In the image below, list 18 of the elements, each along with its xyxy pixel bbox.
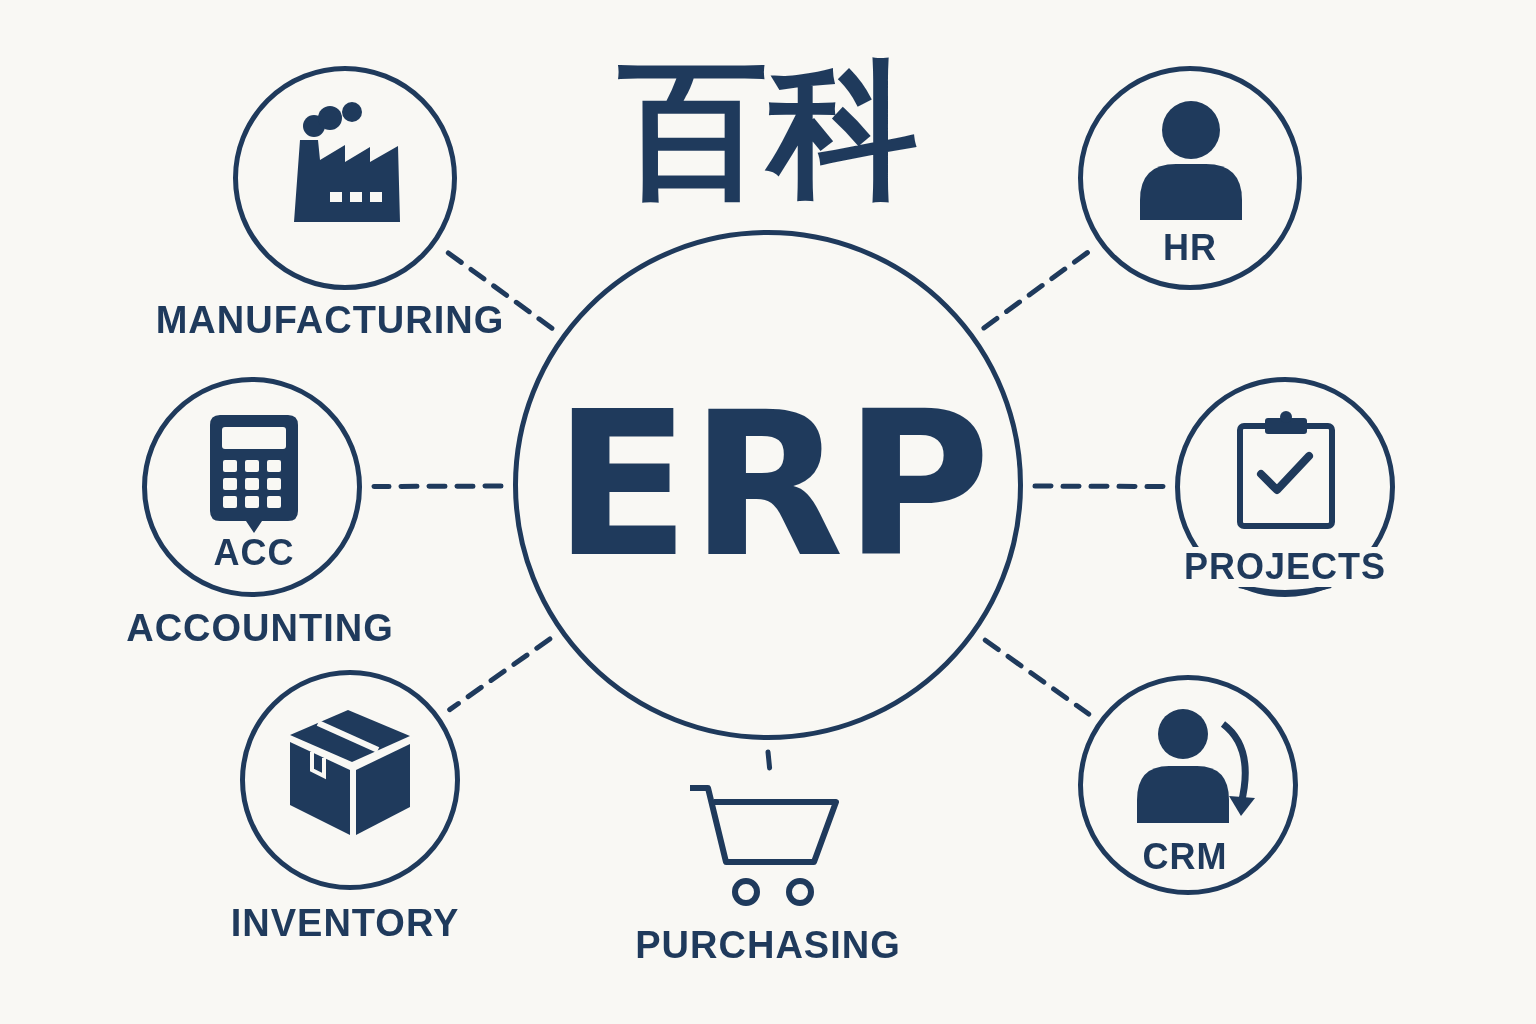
dashed-connector xyxy=(982,637,1092,717)
central-label: ERP xyxy=(553,385,991,585)
title: 百科 xyxy=(618,55,918,205)
module-circle xyxy=(1175,377,1395,597)
module-label: ACC xyxy=(213,535,295,571)
module-label: INVENTORY xyxy=(230,904,460,942)
dashed-connector xyxy=(371,483,504,490)
module-circle xyxy=(1078,675,1298,895)
module-circle xyxy=(1078,66,1302,290)
module-label: MANUFACTURING xyxy=(155,301,505,339)
module-label: PURCHASING xyxy=(635,926,901,964)
module-label: HR xyxy=(1163,230,1217,266)
dashed-connector xyxy=(981,248,1093,331)
module-label: ACCOUNTING xyxy=(126,609,394,647)
module-label: CRM xyxy=(1142,839,1228,875)
dashed-connector xyxy=(1032,483,1166,490)
dashed-connector xyxy=(447,636,553,713)
central-circle xyxy=(513,230,1023,740)
